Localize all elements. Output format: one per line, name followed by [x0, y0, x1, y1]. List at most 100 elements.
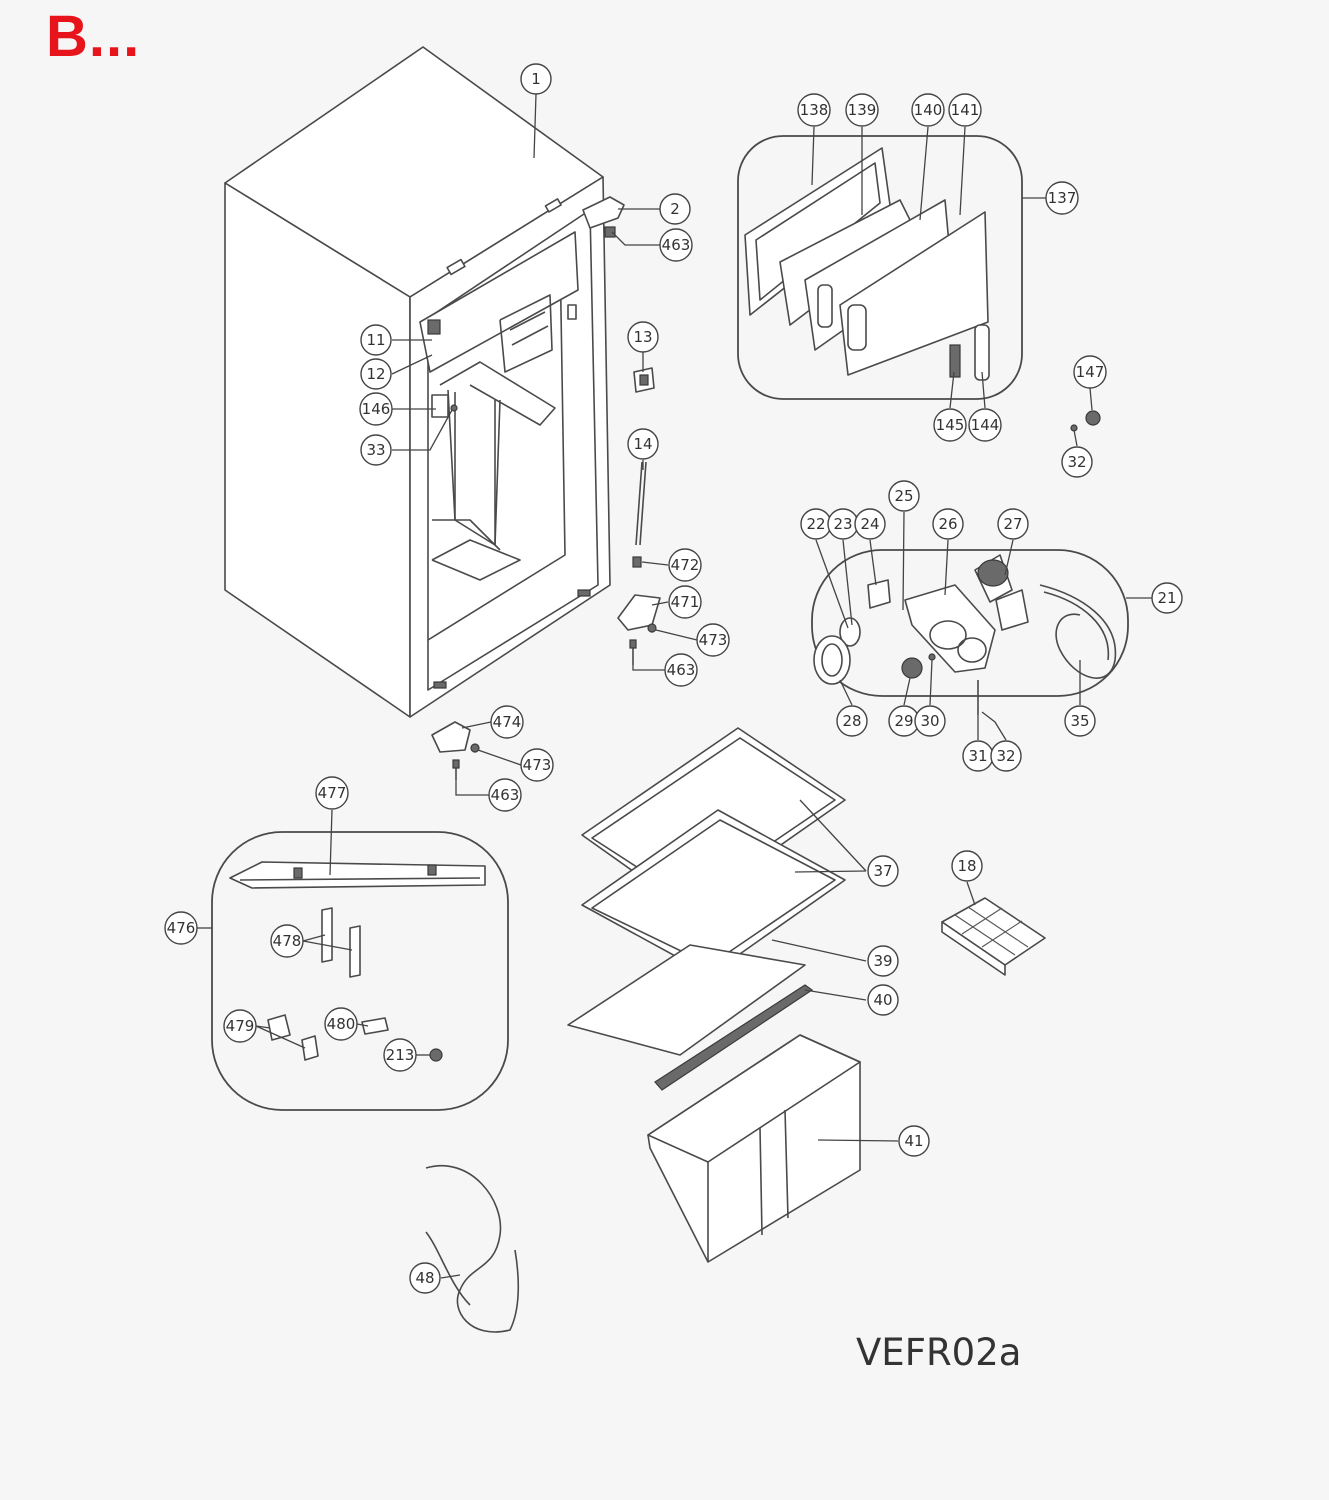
callout-32: 32 — [1061, 446, 1093, 478]
callout-477: 477 — [315, 776, 349, 810]
svg-text:1: 1 — [531, 70, 541, 88]
svg-text:40: 40 — [873, 991, 892, 1009]
svg-text:13: 13 — [633, 328, 652, 346]
glass-shelves — [567, 727, 846, 1091]
callout-41: 41 — [898, 1125, 930, 1157]
door-gasket — [425, 1165, 520, 1333]
crisper-drawer — [647, 1034, 861, 1263]
page-badge: B... — [46, 4, 141, 69]
svg-text:32: 32 — [1067, 453, 1086, 471]
svg-text:29: 29 — [894, 712, 913, 730]
leveling-feet — [431, 721, 480, 780]
svg-text:2: 2 — [670, 200, 680, 218]
callout-137: 137 — [1045, 181, 1079, 215]
lamp-housing-assembly — [811, 549, 1129, 715]
callout-474: 474 — [490, 705, 524, 739]
callout-18: 18 — [951, 850, 983, 882]
svg-text:145: 145 — [936, 416, 965, 434]
callout-1: 1 — [520, 63, 552, 95]
callout-25: 25 — [888, 480, 920, 512]
svg-text:138: 138 — [800, 101, 829, 119]
svg-text:27: 27 — [1003, 515, 1022, 533]
callout-23: 23 — [827, 508, 859, 540]
callout-32: 32 — [990, 740, 1022, 772]
svg-text:480: 480 — [327, 1015, 356, 1033]
svg-text:463: 463 — [662, 236, 691, 254]
door-assembly — [737, 135, 1023, 400]
callout-144: 144 — [968, 408, 1002, 442]
callout-48: 48 — [409, 1262, 441, 1294]
thermostat-knob-parts — [617, 367, 661, 665]
svg-text:473: 473 — [699, 631, 728, 649]
callout-40: 40 — [867, 984, 899, 1016]
callout-140: 140 — [911, 93, 945, 127]
svg-text:23: 23 — [833, 515, 852, 533]
svg-text:141: 141 — [951, 101, 980, 119]
hinge-kit — [211, 831, 509, 1111]
svg-text:37: 37 — [873, 862, 892, 880]
callout-463: 463 — [659, 228, 693, 262]
callout-30: 30 — [914, 705, 946, 737]
callout-472: 472 — [668, 548, 702, 582]
svg-text:48: 48 — [415, 1269, 434, 1287]
callout-22: 22 — [800, 508, 832, 540]
svg-text:147: 147 — [1076, 363, 1105, 381]
svg-text:41: 41 — [904, 1132, 923, 1150]
callout-147: 147 — [1073, 355, 1107, 389]
svg-text:12: 12 — [366, 365, 385, 383]
callout-145: 145 — [933, 408, 967, 442]
callout-213: 213 — [383, 1038, 417, 1072]
svg-text:477: 477 — [318, 784, 347, 802]
svg-text:139: 139 — [848, 101, 877, 119]
svg-text:30: 30 — [920, 712, 939, 730]
callout-463: 463 — [664, 653, 698, 687]
ice-tray — [941, 897, 1046, 976]
svg-text:14: 14 — [633, 435, 652, 453]
svg-text:471: 471 — [671, 593, 700, 611]
callout-146: 146 — [359, 392, 393, 426]
svg-text:32: 32 — [996, 747, 1015, 765]
callout-14: 14 — [627, 428, 659, 460]
callout-24: 24 — [854, 508, 886, 540]
callout-479: 479 — [223, 1009, 257, 1043]
svg-text:39: 39 — [873, 952, 892, 970]
callout-476: 476 — [164, 911, 198, 945]
svg-text:476: 476 — [167, 919, 196, 937]
svg-text:146: 146 — [362, 400, 391, 418]
diagram-code: VEFR02a — [856, 1331, 1022, 1374]
callout-11: 11 — [360, 324, 392, 356]
svg-text:144: 144 — [971, 416, 1000, 434]
screw-parts — [1070, 410, 1101, 432]
svg-text:463: 463 — [667, 661, 696, 679]
svg-text:479: 479 — [226, 1017, 255, 1035]
svg-text:33: 33 — [366, 441, 385, 459]
callout-478: 478 — [270, 924, 304, 958]
svg-text:21: 21 — [1157, 589, 1176, 607]
callout-33: 33 — [360, 434, 392, 466]
callout-29: 29 — [888, 705, 920, 737]
callout-37: 37 — [867, 855, 899, 887]
callout-39: 39 — [867, 945, 899, 977]
svg-text:26: 26 — [938, 515, 957, 533]
callout-480: 480 — [324, 1007, 358, 1041]
svg-text:140: 140 — [914, 101, 943, 119]
callout-27: 27 — [997, 508, 1029, 540]
svg-text:24: 24 — [860, 515, 879, 533]
callout-138: 138 — [797, 93, 831, 127]
callout-28: 28 — [836, 705, 868, 737]
refrigerator-cabinet — [224, 46, 625, 718]
leader-lines — [197, 93, 1152, 1279]
callout-35: 35 — [1064, 705, 1096, 737]
callout-31: 31 — [962, 740, 994, 772]
callout-13: 13 — [627, 321, 659, 353]
svg-text:137: 137 — [1048, 189, 1077, 207]
callout-463: 463 — [488, 778, 522, 812]
svg-text:463: 463 — [491, 786, 520, 804]
svg-text:22: 22 — [806, 515, 825, 533]
callout-471: 471 — [668, 585, 702, 619]
callout-473: 473 — [696, 623, 730, 657]
callout-26: 26 — [932, 508, 964, 540]
svg-text:31: 31 — [968, 747, 987, 765]
svg-text:35: 35 — [1070, 712, 1089, 730]
svg-text:478: 478 — [273, 932, 302, 950]
